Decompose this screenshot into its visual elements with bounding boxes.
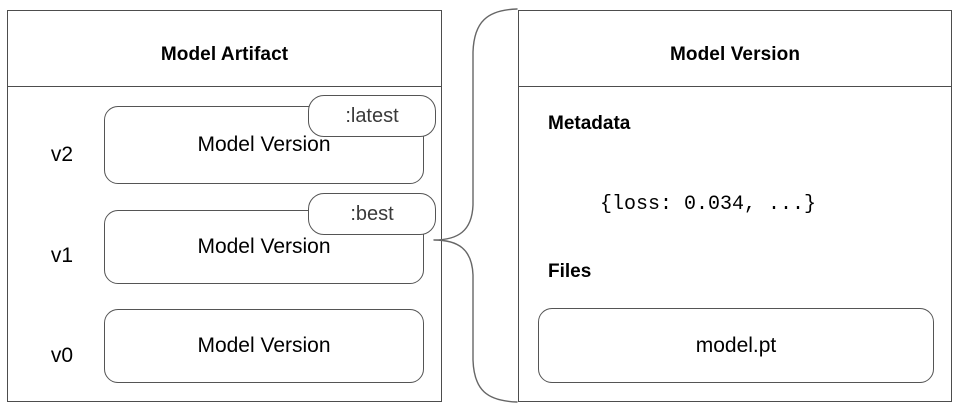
file-card-label: model.pt <box>695 333 777 357</box>
model-artifact-panel-title: Model Artifact <box>160 44 289 65</box>
version-label-v2: v2 <box>50 143 74 166</box>
model-version-card-label: Model Version <box>197 133 331 156</box>
model-version-card-label: Model Version <box>197 235 331 258</box>
alias-tag-label: :best <box>350 202 394 225</box>
version-label-v0: v0 <box>50 344 74 367</box>
file-card-model-pt[interactable]: model.pt <box>538 308 934 383</box>
model-version-card-v0[interactable]: Model Version <box>104 309 424 383</box>
model-artifact-header-divider <box>8 86 441 87</box>
alias-tag-latest[interactable]: :latest <box>308 95 436 137</box>
model-version-header-divider <box>519 86 951 87</box>
version-label-v1: v1 <box>50 244 74 267</box>
alias-tag-label: :latest <box>345 104 399 127</box>
alias-tag-best[interactable]: :best <box>308 193 436 235</box>
model-version-panel-title: Model Version <box>669 44 801 65</box>
model-version-card-v1[interactable]: Model Version <box>104 210 424 284</box>
metadata-value: {loss: 0.034, ...} <box>600 193 817 216</box>
metadata-heading: Metadata <box>548 113 631 134</box>
model-version-panel: Model Version Metadata {loss: 0.034, ...… <box>518 10 952 402</box>
model-version-card-label: Model Version <box>197 334 331 357</box>
model-artifact-panel: Model Artifact v2 Model Version :latest … <box>7 10 442 402</box>
files-heading: Files <box>548 261 592 282</box>
